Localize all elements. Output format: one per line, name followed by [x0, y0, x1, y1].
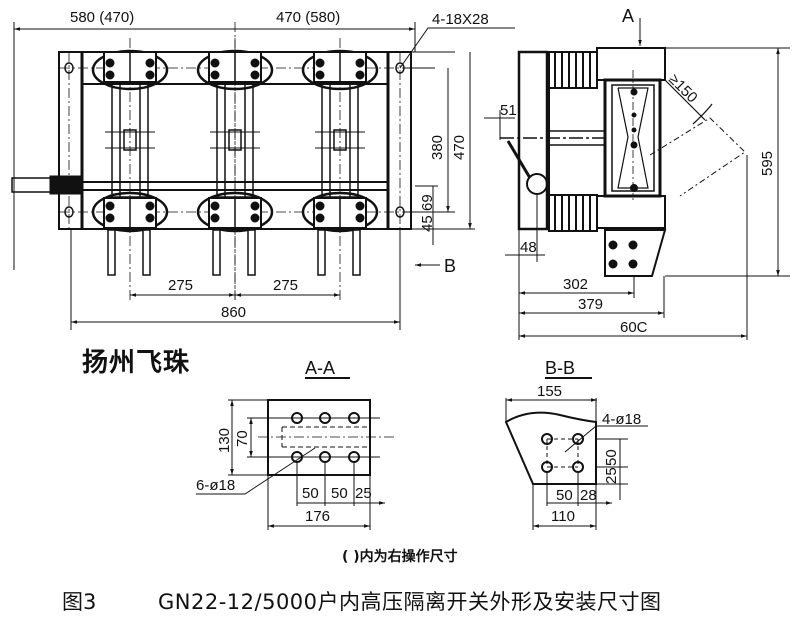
brand-label: 扬州飞珠	[82, 348, 191, 378]
front-view	[11, 22, 515, 330]
dim-51: 51	[500, 102, 517, 119]
insulator-bottom	[548, 194, 598, 232]
dim-4-holes: 4-ø18	[602, 411, 641, 428]
dim-176: 176	[305, 508, 330, 525]
dim-aa-50a: 50	[302, 485, 319, 502]
dim-302: 302	[563, 276, 588, 293]
dim-860: 860	[221, 304, 246, 321]
section-bb	[504, 377, 648, 530]
dim-470: 470	[451, 135, 468, 160]
mount-slot	[395, 62, 405, 74]
side-view	[484, 18, 790, 340]
dim-595: 595	[759, 151, 776, 176]
dim-600: 60C	[620, 319, 648, 336]
mount-slot	[395, 206, 405, 218]
figure-number: 图3	[62, 590, 97, 614]
dim-6-holes: 6-ø18	[196, 477, 235, 494]
dim-155: 155	[537, 383, 562, 400]
dim-slot-holes: 4-18X28	[432, 11, 489, 28]
crank-wheel	[526, 173, 548, 195]
section-mark-a: A	[622, 6, 634, 26]
dim-110: 110	[551, 508, 575, 525]
dim-275-left: 275	[168, 277, 193, 294]
dim-379: 379	[578, 296, 603, 313]
dim-48: 48	[520, 239, 537, 256]
mounting-bracket	[604, 229, 667, 277]
section-aa-title: A-A	[305, 358, 335, 378]
dim-aa-25: 25	[355, 485, 372, 502]
figure-title: GN22-12/5000户内高压隔离开关外形及安装尺寸图	[158, 590, 662, 614]
dim-275-right: 275	[273, 277, 298, 294]
dim-380: 380	[429, 135, 446, 160]
dim-right-span: 470 (580)	[276, 9, 340, 26]
dim-45: 45	[419, 215, 436, 232]
section-mark-b: B	[444, 256, 456, 276]
pole-1	[91, 38, 169, 300]
pole-2	[196, 36, 274, 302]
pole-3	[301, 36, 379, 302]
dim-70: 70	[234, 430, 251, 447]
dim-bb-50-vert: 50	[603, 449, 620, 466]
dim-bb-25: 25	[603, 467, 620, 484]
dim-bb-28: 28	[580, 487, 597, 504]
dim-69: 69	[419, 194, 436, 211]
mount-slot	[64, 206, 74, 218]
dim-130: 130	[216, 428, 233, 453]
dim-150: ≥150	[665, 71, 701, 107]
dim-left-span: 580 (470)	[70, 9, 134, 26]
section-aa	[196, 377, 395, 530]
dim-bb-50-horiz: 50	[556, 487, 573, 504]
section-bb-title: B-B	[545, 358, 575, 378]
dim-aa-50b: 50	[331, 485, 348, 502]
note-right-operation: ( )内为右操作尺寸	[342, 549, 458, 565]
bb-bracket-outline	[504, 411, 597, 485]
mount-slot	[64, 62, 74, 74]
insulator-top	[548, 51, 598, 89]
